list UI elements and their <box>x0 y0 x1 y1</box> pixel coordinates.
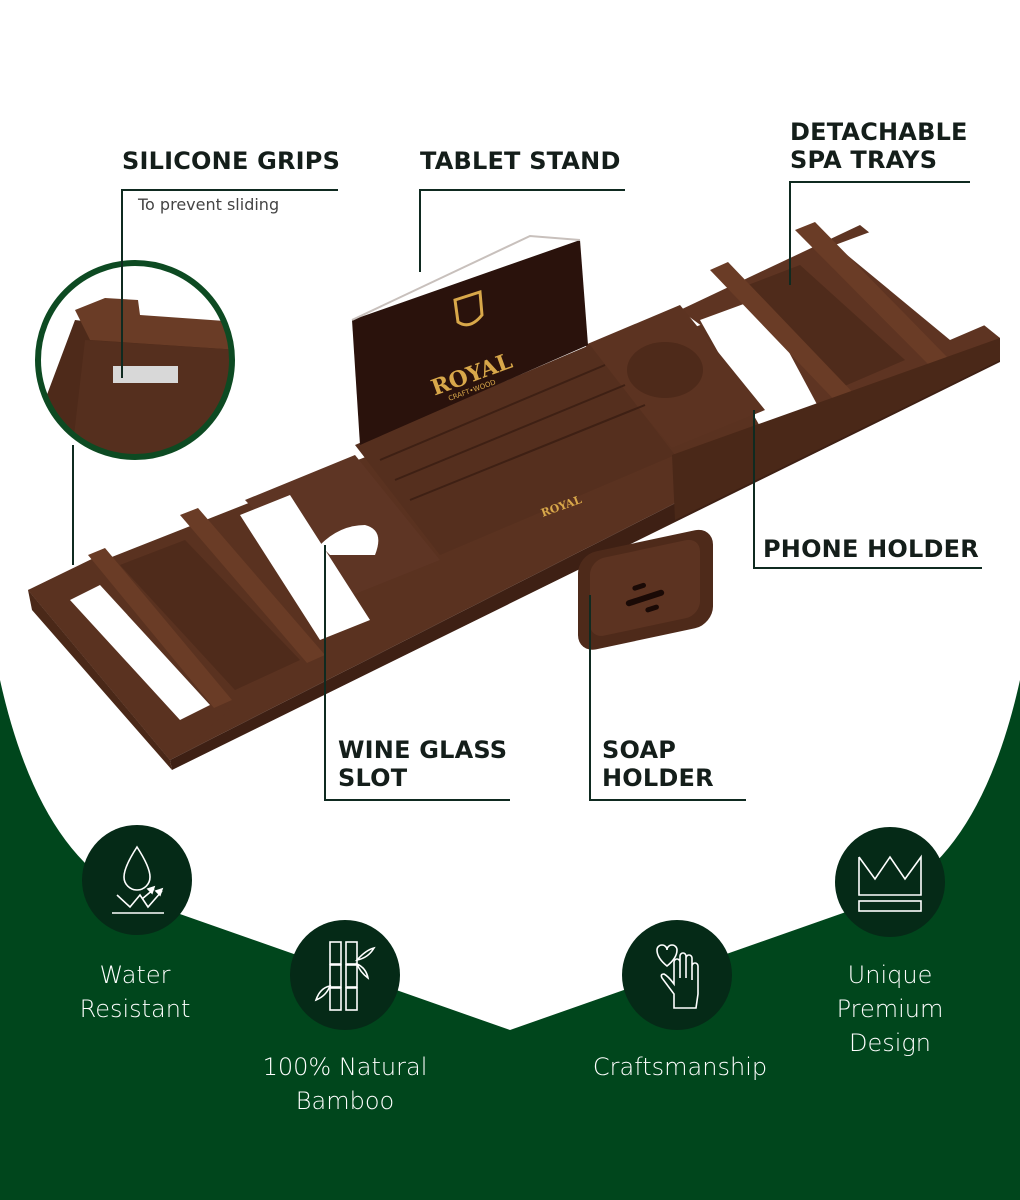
soap-holder-title-line1: SOAP <box>602 736 677 764</box>
heart-hand-icon <box>622 920 732 1030</box>
grip-detail-circle <box>35 260 235 460</box>
leader-lines <box>72 181 982 801</box>
bamboo-icon <box>290 920 400 1030</box>
silicone-grips-subtitle: To prevent sliding <box>138 195 280 214</box>
soap-holder-title-line2: HOLDER <box>602 764 714 792</box>
tablet-stand-title: TABLET STAND <box>420 147 621 175</box>
water-drop-icon <box>82 825 192 935</box>
caddy-body <box>28 222 1000 770</box>
silicone-grips-title: SILICONE GRIPS <box>122 147 341 175</box>
spa-trays-title-line2: SPA TRAYS <box>790 146 938 174</box>
crown-icon <box>835 827 945 937</box>
wine-glass-title-line2: SLOT <box>338 764 408 792</box>
wine-glass-title-line1: WINE GLASS <box>338 736 508 764</box>
phone-holder-title: PHONE HOLDER <box>763 535 979 563</box>
soap-holder <box>578 529 713 650</box>
spa-trays-title-line1: DETACHABLE <box>790 118 968 146</box>
feature-craftsmanship: Craftsmanship <box>592 1053 768 1081</box>
